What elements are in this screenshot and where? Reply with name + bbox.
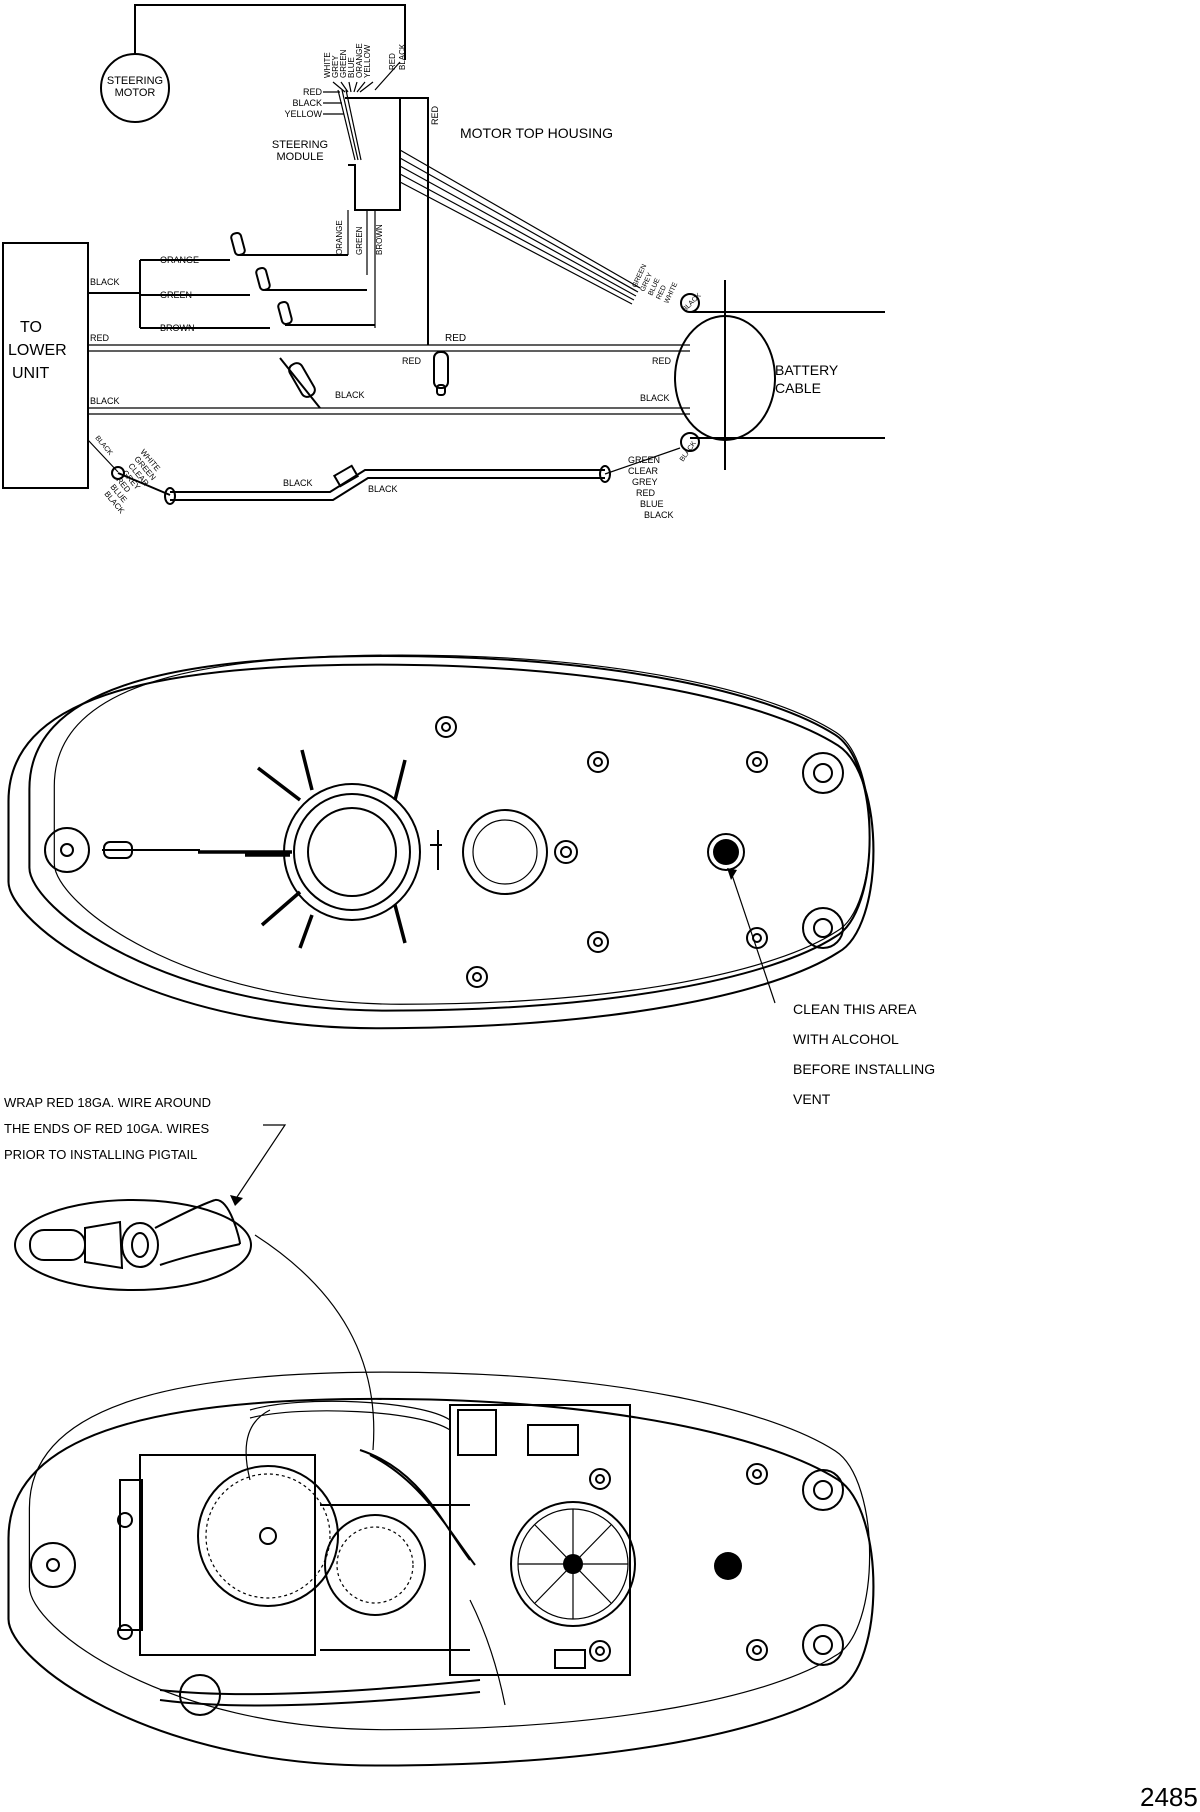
lr-clear: CLEAR — [628, 466, 659, 476]
module-left-yellow: YELLOW — [284, 109, 322, 119]
wire-blue: BLUE — [347, 57, 356, 78]
red-connector — [433, 351, 449, 396]
lr-black: BLACK — [644, 510, 674, 520]
lr-red: RED — [636, 488, 656, 498]
module-to-battery-bundle — [399, 149, 641, 305]
lower-right-wires: GREEN CLEAR GREY RED BLUE BLACK — [628, 455, 674, 520]
steering-motor-label-1: STEERING — [107, 75, 163, 87]
wire-grey: GREY — [331, 55, 340, 78]
bat-wire-white: WHITE — [663, 281, 679, 305]
wrap-wire-note: WRAP RED 18GA. WIRE AROUND THE ENDS OF R… — [4, 1095, 287, 1206]
wire-red-top: RED — [388, 53, 397, 70]
lower-unit-label-3: UNIT — [12, 365, 50, 382]
wiring-schematic: STEERING MOTOR STEERING MODULE WHITE GRE… — [2, 4, 885, 520]
lr-grey: GREY — [632, 477, 658, 487]
clean-line-2: WITH ALCOHOL — [793, 1031, 899, 1047]
steering-module-label-2: MODULE — [276, 151, 323, 163]
red-main-mid-label: RED — [445, 333, 466, 344]
conn-orange-label: ORANGE — [160, 255, 199, 265]
lr-blue: BLUE — [640, 499, 664, 509]
black-connector — [288, 362, 316, 398]
housing-internal-view — [7, 1371, 875, 1767]
pigtail-detail — [14, 1199, 375, 1451]
red-main-mid2-label: RED — [402, 356, 422, 366]
module-bottom-green: GREEN — [355, 226, 364, 255]
clean-area-leader — [730, 871, 776, 1004]
black-main-mid-label: BLACK — [335, 390, 365, 400]
steering-motor-label-2: MOTOR — [115, 87, 156, 99]
clean-line-3: BEFORE INSTALLING — [793, 1061, 935, 1077]
battery-cable-label-1: BATTERY — [775, 362, 839, 378]
lr-green: GREEN — [628, 455, 660, 465]
wire-orange: ORANGE — [355, 43, 364, 78]
wire-black-top: BLACK — [398, 43, 407, 70]
black-main-left-label: BLACK — [90, 396, 120, 406]
module-bottom-brown: BROWN — [375, 224, 384, 255]
red-vertical-label: RED — [430, 105, 440, 125]
lower-left-wires: WHITE GREEN CLEAR GREY RED BLUE BLACK — [102, 448, 161, 516]
figure-number: 2485 — [1140, 1782, 1198, 1812]
clean-line-4: VENT — [793, 1091, 831, 1107]
lower-mid-black-2: BLACK — [368, 484, 398, 494]
black-left-label: BLACK — [90, 277, 120, 287]
module-left-black: BLACK — [292, 98, 322, 108]
wire-green: GREEN — [339, 49, 348, 78]
wrap-line-3: PRIOR TO INSTALLING PIGTAIL — [4, 1147, 197, 1162]
wrap-line-2: THE ENDS OF RED 10GA. WIRES — [4, 1121, 209, 1136]
connector-trunk — [88, 260, 141, 328]
red-main-wire — [88, 344, 690, 352]
steering-module-label-1: STEERING — [272, 139, 328, 151]
lower-unit-box — [2, 242, 89, 489]
motor-top-housing-label: MOTOR TOP HOUSING — [460, 125, 613, 141]
steering-motor-wire — [134, 4, 406, 60]
module-bottom-orange: ORANGE — [335, 220, 344, 255]
wire-white: WHITE — [323, 52, 332, 78]
lower-left-black: BLACK — [93, 435, 113, 457]
black-main-right-label: BLACK — [640, 393, 670, 403]
lower-unit-label-1: TO — [20, 319, 42, 336]
butt-connector-orange — [230, 231, 246, 257]
butt-connector-green — [255, 266, 271, 292]
red-main-right-label: RED — [652, 356, 672, 366]
battery-cable-label-2: CABLE — [775, 380, 821, 396]
vent-area — [707, 833, 745, 871]
clean-area-note: CLEAN THIS AREA WITH ALCOHOL BEFORE INST… — [793, 1001, 935, 1107]
signal-cable-bottom — [170, 477, 605, 501]
lower-unit-label-2: LOWER — [8, 342, 67, 359]
conn-green-label: GREEN — [160, 290, 192, 300]
red-vertical-wire — [400, 97, 429, 345]
signal-cable-splice — [332, 464, 360, 488]
wire-yellow: YELLOW — [363, 44, 372, 78]
housing-top-view — [7, 654, 875, 1030]
butt-connector-brown — [277, 300, 293, 326]
black-main-wire — [88, 407, 690, 415]
red-main-left-label: RED — [90, 333, 110, 343]
lower-mid-black-1: BLACK — [283, 478, 313, 488]
clean-line-1: CLEAN THIS AREA — [793, 1001, 917, 1017]
module-left-red: RED — [303, 87, 323, 97]
conn-brown-label: BROWN — [160, 323, 195, 333]
wrap-line-1: WRAP RED 18GA. WIRE AROUND — [4, 1095, 211, 1110]
steering-module — [345, 97, 401, 211]
